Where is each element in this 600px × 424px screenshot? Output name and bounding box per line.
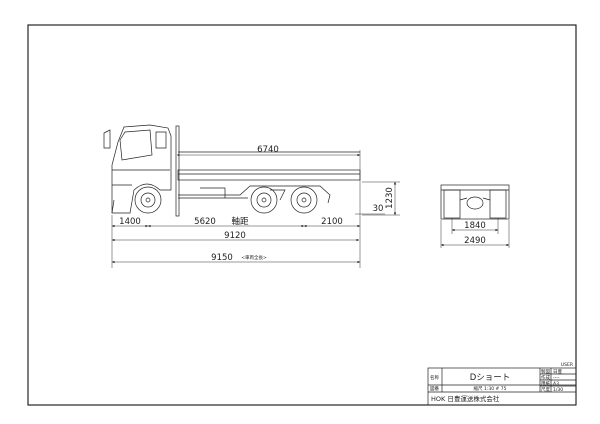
overall-length-text: <車両全長> bbox=[241, 254, 267, 261]
row-label: 用紙 bbox=[541, 380, 550, 387]
rear-wheel-2 bbox=[290, 186, 318, 214]
row-value: A3 bbox=[553, 381, 559, 387]
scale-text: 縮尺 1:30 # 75 bbox=[474, 385, 507, 392]
sheet-border bbox=[27, 24, 577, 406]
overall-length-label: 9150 bbox=[211, 253, 233, 263]
row-value: ---- bbox=[553, 376, 560, 381]
body-length-label: 9120 bbox=[224, 231, 246, 241]
wheelbase-label: 5620 bbox=[194, 217, 216, 227]
row-label: 作成 bbox=[541, 374, 550, 381]
track-width-label: 1840 bbox=[464, 221, 486, 231]
name-label: 名称 bbox=[430, 374, 439, 381]
gap-label: 30 bbox=[373, 204, 384, 214]
deck-height-label: 1230 bbox=[385, 187, 395, 209]
dimension-lines bbox=[111, 150, 400, 268]
row-label: 尺度 bbox=[541, 386, 550, 393]
overall-width-label: 2490 bbox=[464, 236, 486, 246]
truck-side-view bbox=[103, 124, 361, 217]
row-value: 日豊 bbox=[553, 368, 562, 375]
front-wheel bbox=[134, 186, 162, 214]
drawing-name: Dショート bbox=[470, 373, 511, 383]
rear-overhang-label: 2100 bbox=[321, 217, 343, 227]
company-name: HOK 日豊運送株式会社 bbox=[431, 394, 500, 403]
row-label: 製図 bbox=[541, 368, 550, 375]
truck-rear-view bbox=[440, 184, 510, 248]
deck-length-label: 6740 bbox=[257, 145, 279, 155]
title-block bbox=[427, 367, 577, 406]
wheelbase-text: 軸距 bbox=[231, 216, 249, 227]
drawing-no-label: 図番 bbox=[430, 385, 439, 392]
row-value: 1/30 bbox=[553, 387, 563, 393]
user-label: USER bbox=[561, 362, 573, 368]
front-overhang-label: 1400 bbox=[119, 217, 141, 227]
rear-wheel-1 bbox=[250, 186, 278, 214]
